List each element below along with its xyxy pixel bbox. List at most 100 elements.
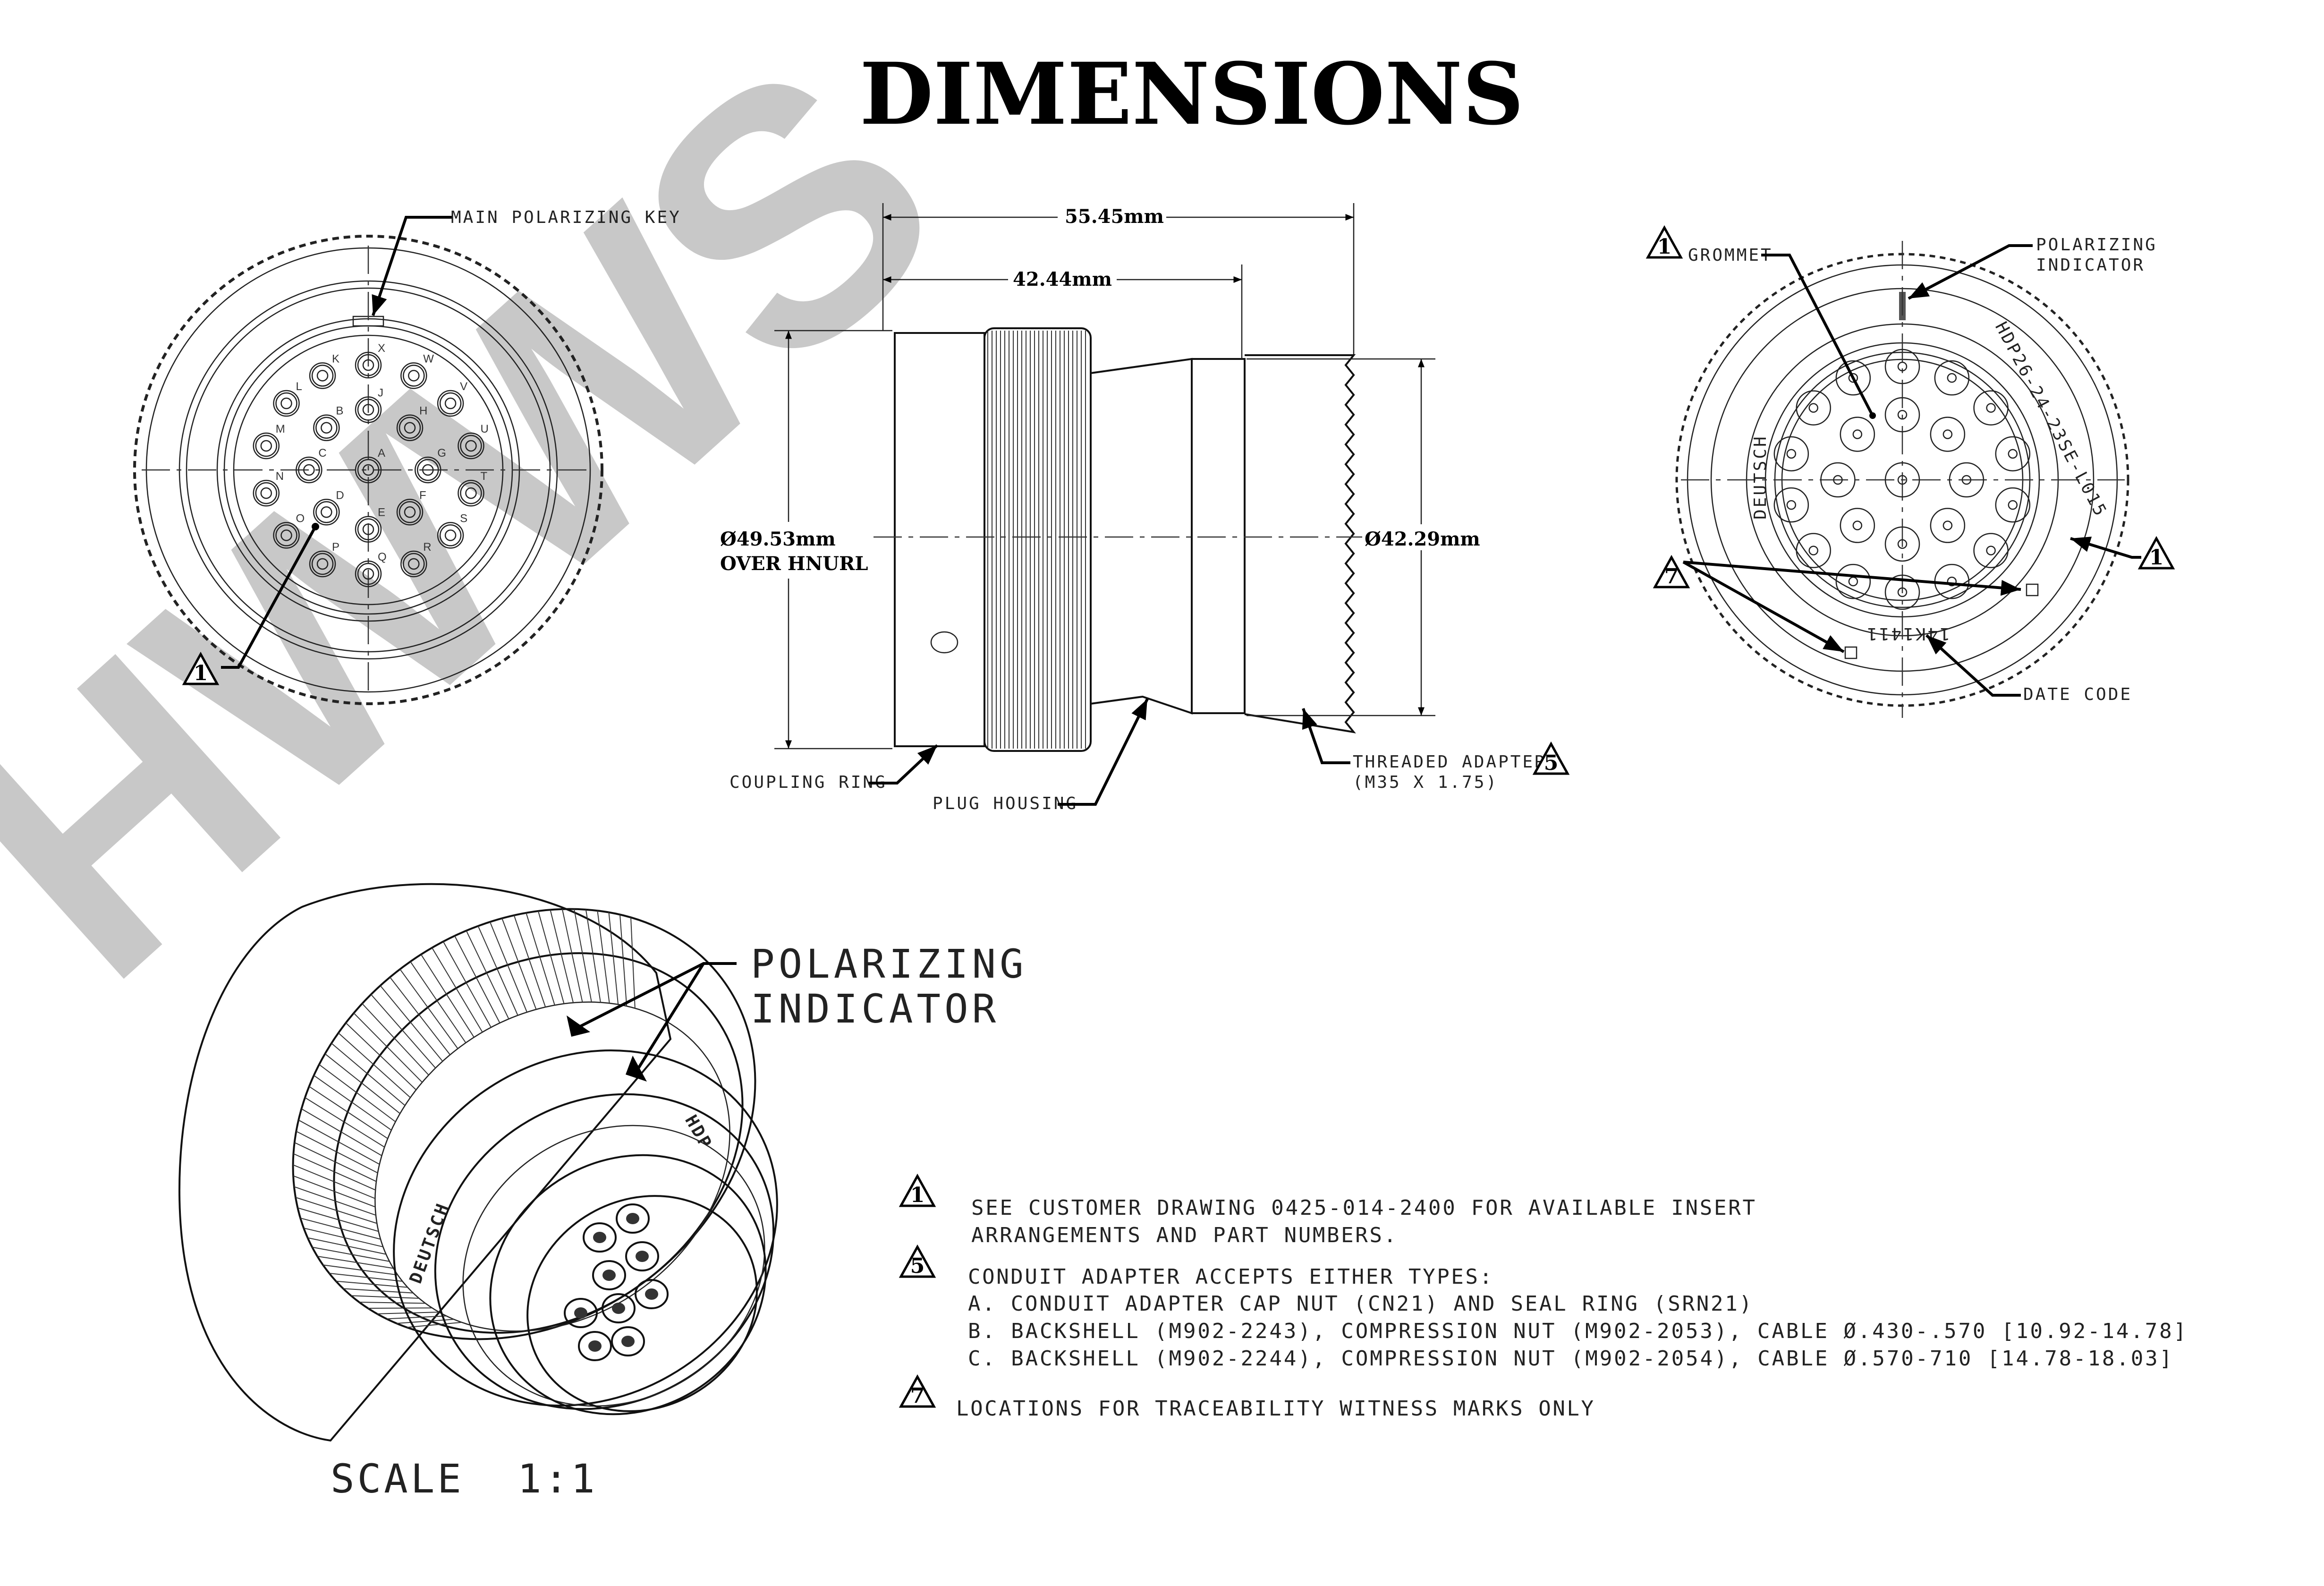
- iso-contact: [592, 1260, 626, 1290]
- note-5-line-b: B. BACKSHELL (M902-2243), COMPRESSION NU…: [968, 1319, 2186, 1343]
- pin-contact: [396, 499, 424, 526]
- pin-label: M: [276, 423, 285, 435]
- iso-contact: [578, 1331, 612, 1361]
- pin-label: A: [378, 447, 385, 460]
- iso-brand-mark: DEUTSCH: [406, 1200, 453, 1286]
- pin-label: W: [423, 352, 434, 365]
- brand-mark: DEUTSCH: [1751, 435, 1770, 520]
- note-7-number: 7: [910, 1384, 925, 1408]
- iso-polarizing-label-1: POLARIZING: [751, 941, 1027, 987]
- dim-thread-diameter: Ø42.29mm: [1365, 528, 1480, 550]
- pin-contact: [273, 390, 300, 417]
- grommet-note-callout: 1: [1657, 235, 1672, 259]
- pin-contact: [253, 432, 280, 460]
- part-number-note-callout: 1: [2149, 546, 2164, 570]
- iso-contact: [625, 1241, 659, 1271]
- pin-contact: [437, 522, 464, 549]
- witness-note-callout: 7: [1664, 564, 1679, 588]
- polarizing-indicator-label-2: INDICATOR: [2036, 256, 2145, 275]
- date-code-label: DATE CODE: [2023, 685, 2132, 704]
- pin-contact: [415, 456, 441, 484]
- pin-contact: [313, 499, 340, 526]
- pin-contact: [273, 522, 300, 549]
- iso-view: DEUTSCH HDP POLARIZING INDICATOR SCALE 1…: [178, 883, 1027, 1502]
- pin-label: D: [336, 489, 344, 502]
- grommet-cavity: [1796, 533, 1831, 568]
- pin-contact: [396, 414, 424, 441]
- pin-label: P: [332, 541, 339, 554]
- pin-label: T: [480, 470, 487, 483]
- grommet-cavity: [1835, 563, 1871, 599]
- grommet-label: GROMMET: [1688, 246, 1773, 265]
- grommet-cavity: [1835, 360, 1871, 396]
- part-number-mark: HDP26-24-23SE-L015: [1991, 319, 2111, 520]
- note-5-line-1: CONDUIT ADAPTER ACCEPTS EITHER TYPES:: [968, 1265, 1492, 1289]
- grommet-cavity: [1884, 349, 1920, 384]
- main-polarizing-key-label: MAIN POLARIZING KEY: [451, 208, 681, 227]
- grommet-cavity: [1773, 436, 1809, 472]
- pin-label: H: [419, 405, 427, 418]
- iso-contact: [583, 1222, 617, 1253]
- pin-label: S: [460, 512, 467, 525]
- note-1-line-2: ARRANGEMENTS AND PART NUMBERS.: [971, 1223, 1396, 1247]
- thread-spec-label: (M35 X 1.75): [1353, 773, 1498, 792]
- iso-contact: [564, 1298, 598, 1328]
- pin-label: F: [419, 489, 426, 502]
- pin-label: V: [460, 380, 467, 393]
- note-7-line-1: LOCATIONS FOR TRACEABILITY WITNESS MARKS…: [956, 1397, 1594, 1421]
- side-view: 55.45mm 42.44mm Ø49.53mm OVER HNURL Ø42.…: [718, 203, 1570, 813]
- grommet-cavity: [1773, 487, 1809, 523]
- page-title: DIMENSIONS: [860, 44, 1524, 144]
- pin-label: G: [437, 447, 446, 460]
- pin-label: B: [336, 405, 343, 418]
- pin-contact: [253, 479, 280, 507]
- coupling-ring-label: COUPLING RING: [729, 773, 887, 792]
- grommet-cavity: [1973, 533, 2009, 568]
- plug-housing-label: PLUG HOUSING: [933, 794, 1078, 813]
- note-5-callout: 5: [1544, 751, 1559, 775]
- note-5-number: 5: [910, 1254, 925, 1278]
- iso-contact: [635, 1279, 669, 1309]
- pin-label: Q: [378, 551, 387, 563]
- grommet-cavity: [1930, 417, 1966, 452]
- grommet-cavity: [1934, 360, 1970, 396]
- note-1-number: 1: [910, 1183, 925, 1207]
- date-code-mark: 14K1411: [1865, 624, 1950, 643]
- pin-contact: [355, 516, 382, 543]
- pin-label: U: [480, 423, 488, 435]
- grommet-cavity: [1884, 462, 1920, 498]
- dim-knurl-diameter: Ø49.53mm: [720, 528, 836, 550]
- pin-label: J: [378, 386, 383, 399]
- grommet-cavity: [1930, 508, 1966, 543]
- grommet-cavity: [1995, 487, 2031, 523]
- note-5-line-c: C. BACKSHELL (M902-2244), COMPRESSION NU…: [968, 1347, 2172, 1371]
- threaded-adapter-label: THREADED ADAPTER: [1353, 752, 1547, 772]
- pin-label: N: [276, 470, 284, 483]
- note-1-callout: 1: [194, 661, 208, 685]
- iso-polarizing-label-2: INDICATOR: [751, 986, 1000, 1032]
- iso-contact: [602, 1293, 636, 1323]
- grommet-cavity: [1840, 417, 1875, 452]
- pin-label: C: [318, 447, 326, 460]
- pin-contact: [458, 432, 484, 460]
- pin-contact: [355, 456, 382, 484]
- pin-contact: [309, 550, 336, 578]
- grommet-cavity: [1973, 390, 2009, 426]
- grommet-cavity: [1949, 462, 1985, 498]
- pin-contact: [296, 456, 322, 484]
- pin-contact: [355, 396, 382, 423]
- grommet-cavity: [1884, 574, 1920, 610]
- pin-contact: [437, 390, 464, 417]
- rear-view: DEUTSCH HDP26-24-23SE-L015 14K1411 1 GRO…: [1645, 225, 2175, 718]
- pin-contact: [458, 479, 484, 507]
- iso-contact: [611, 1326, 645, 1356]
- polarizing-indicator-label-1: POLARIZING: [2036, 235, 2157, 255]
- grommet-cavity: [1884, 526, 1920, 562]
- dim-body-length: 42.44mm: [1013, 268, 1112, 290]
- iso-contact: [616, 1203, 650, 1234]
- pin-contact: [355, 351, 382, 379]
- notes: 1 SEE CUSTOMER DRAWING 0425-014-2400 FOR…: [899, 1173, 2186, 1421]
- pin-contact: [400, 550, 427, 578]
